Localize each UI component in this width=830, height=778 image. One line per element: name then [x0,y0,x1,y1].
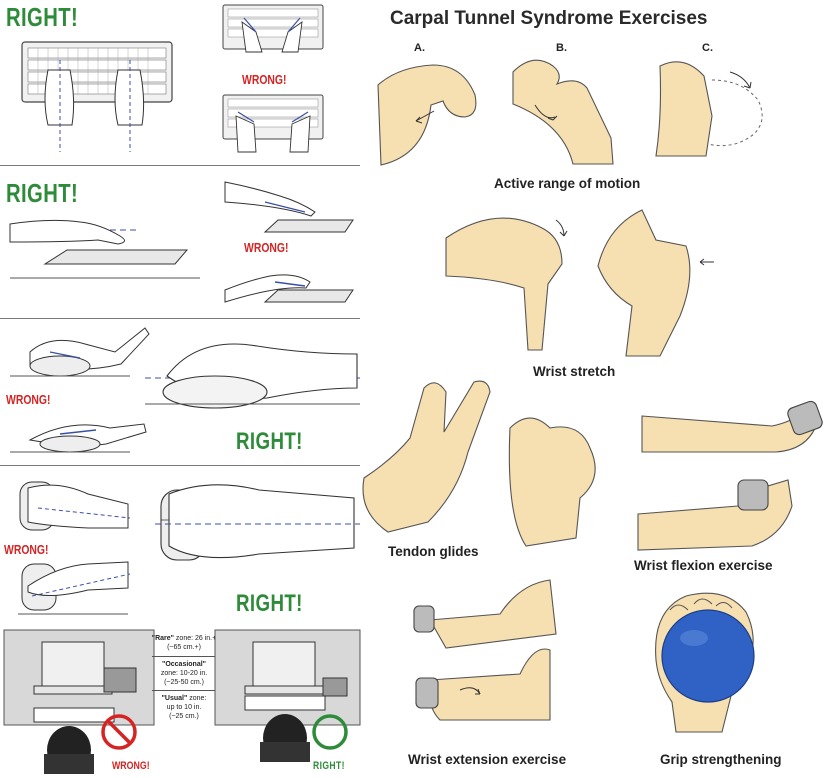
right-label-workstation: RIGHT! [313,760,345,772]
usual-zone-note: "Usual" zone: up to 10 in. (~25 cm.) [161,695,207,720]
caption-wrist-extension: Wrist extension exercise [408,752,567,767]
tendon-glides-hand-flat [362,380,491,533]
tendon-glides-hand-fist [508,417,596,547]
keyboard-top-right-illustration [21,41,173,152]
caption-wrist-flexion: Wrist flexion exercise [634,558,773,573]
active-range-hand-c [655,61,763,157]
rare-zone-note: "Rare" zone: 26 in.+ (~65 cm.+) [151,635,217,651]
typing-side-wrong-illustration-1 [224,181,354,233]
wrist-flexion-arm-1 [641,400,823,453]
mouse-top-right-illustration [155,484,360,561]
keyboard-top-wrong-illustration-2 [222,94,324,153]
wrong-label-mouse: WRONG! [6,392,51,407]
wrist-stretch-hand-left [445,217,568,351]
section-divider-2 [0,318,360,319]
caption-wrist-stretch: Wrist stretch [533,364,616,379]
exercise-letter-b: B. [556,42,567,54]
keyboard-top-wrong-illustration-1 [222,4,324,53]
caption-active-range: Active range of motion [494,176,641,191]
right-label-mouse-top: RIGHT! [236,590,303,617]
wrong-label-typing-side: WRONG! [244,240,289,255]
active-range-hand-b [512,59,614,165]
zone-divider-1 [152,656,216,657]
mouse-top-wrong-illustration-2 [18,561,131,615]
section-divider-1 [0,165,360,166]
right-label-mouse: RIGHT! [236,428,303,455]
wrong-label-keyboard-top: WRONG! [242,72,287,87]
active-range-hand-a [377,64,477,166]
mouse-top-wrong-illustration-1 [19,481,131,531]
caption-grip-strengthening: Grip strengthening [660,752,782,767]
section-divider-3 [0,465,360,466]
workstation-right-illustration [214,629,361,762]
wrist-flexion-arm-2 [637,479,793,551]
wrist-extension-arm-2 [415,648,551,721]
right-label-typing-side: RIGHT! [6,178,79,208]
wrong-label-workstation: WRONG! [112,760,150,772]
wrong-label-mouse-top: WRONG! [4,542,49,557]
page-title: Carpal Tunnel Syndrome Exercises [390,8,708,29]
exercise-letter-c: C. [702,42,713,54]
exercise-letter-a: A. [414,42,425,54]
zone-divider-2 [152,690,216,691]
caption-tendon-glides: Tendon glides [388,544,479,559]
wrist-stretch-hand-right [597,209,714,357]
mouse-wrong-illustration-2 [10,423,147,453]
mouse-right-illustration [145,343,360,409]
occasional-zone-note: "Occasional" zone: 10-20 in. (~25-50 cm.… [160,661,208,686]
right-label-keyboard-top: RIGHT! [6,2,79,32]
workstation-wrong-illustration [3,629,155,774]
wrist-extension-arm-1 [413,579,557,649]
grip-strengthening-ball-hand [655,592,755,733]
typing-side-wrong-illustration-2 [224,274,354,303]
typing-side-right-illustration [9,219,200,279]
mouse-wrong-illustration-1 [10,327,150,377]
